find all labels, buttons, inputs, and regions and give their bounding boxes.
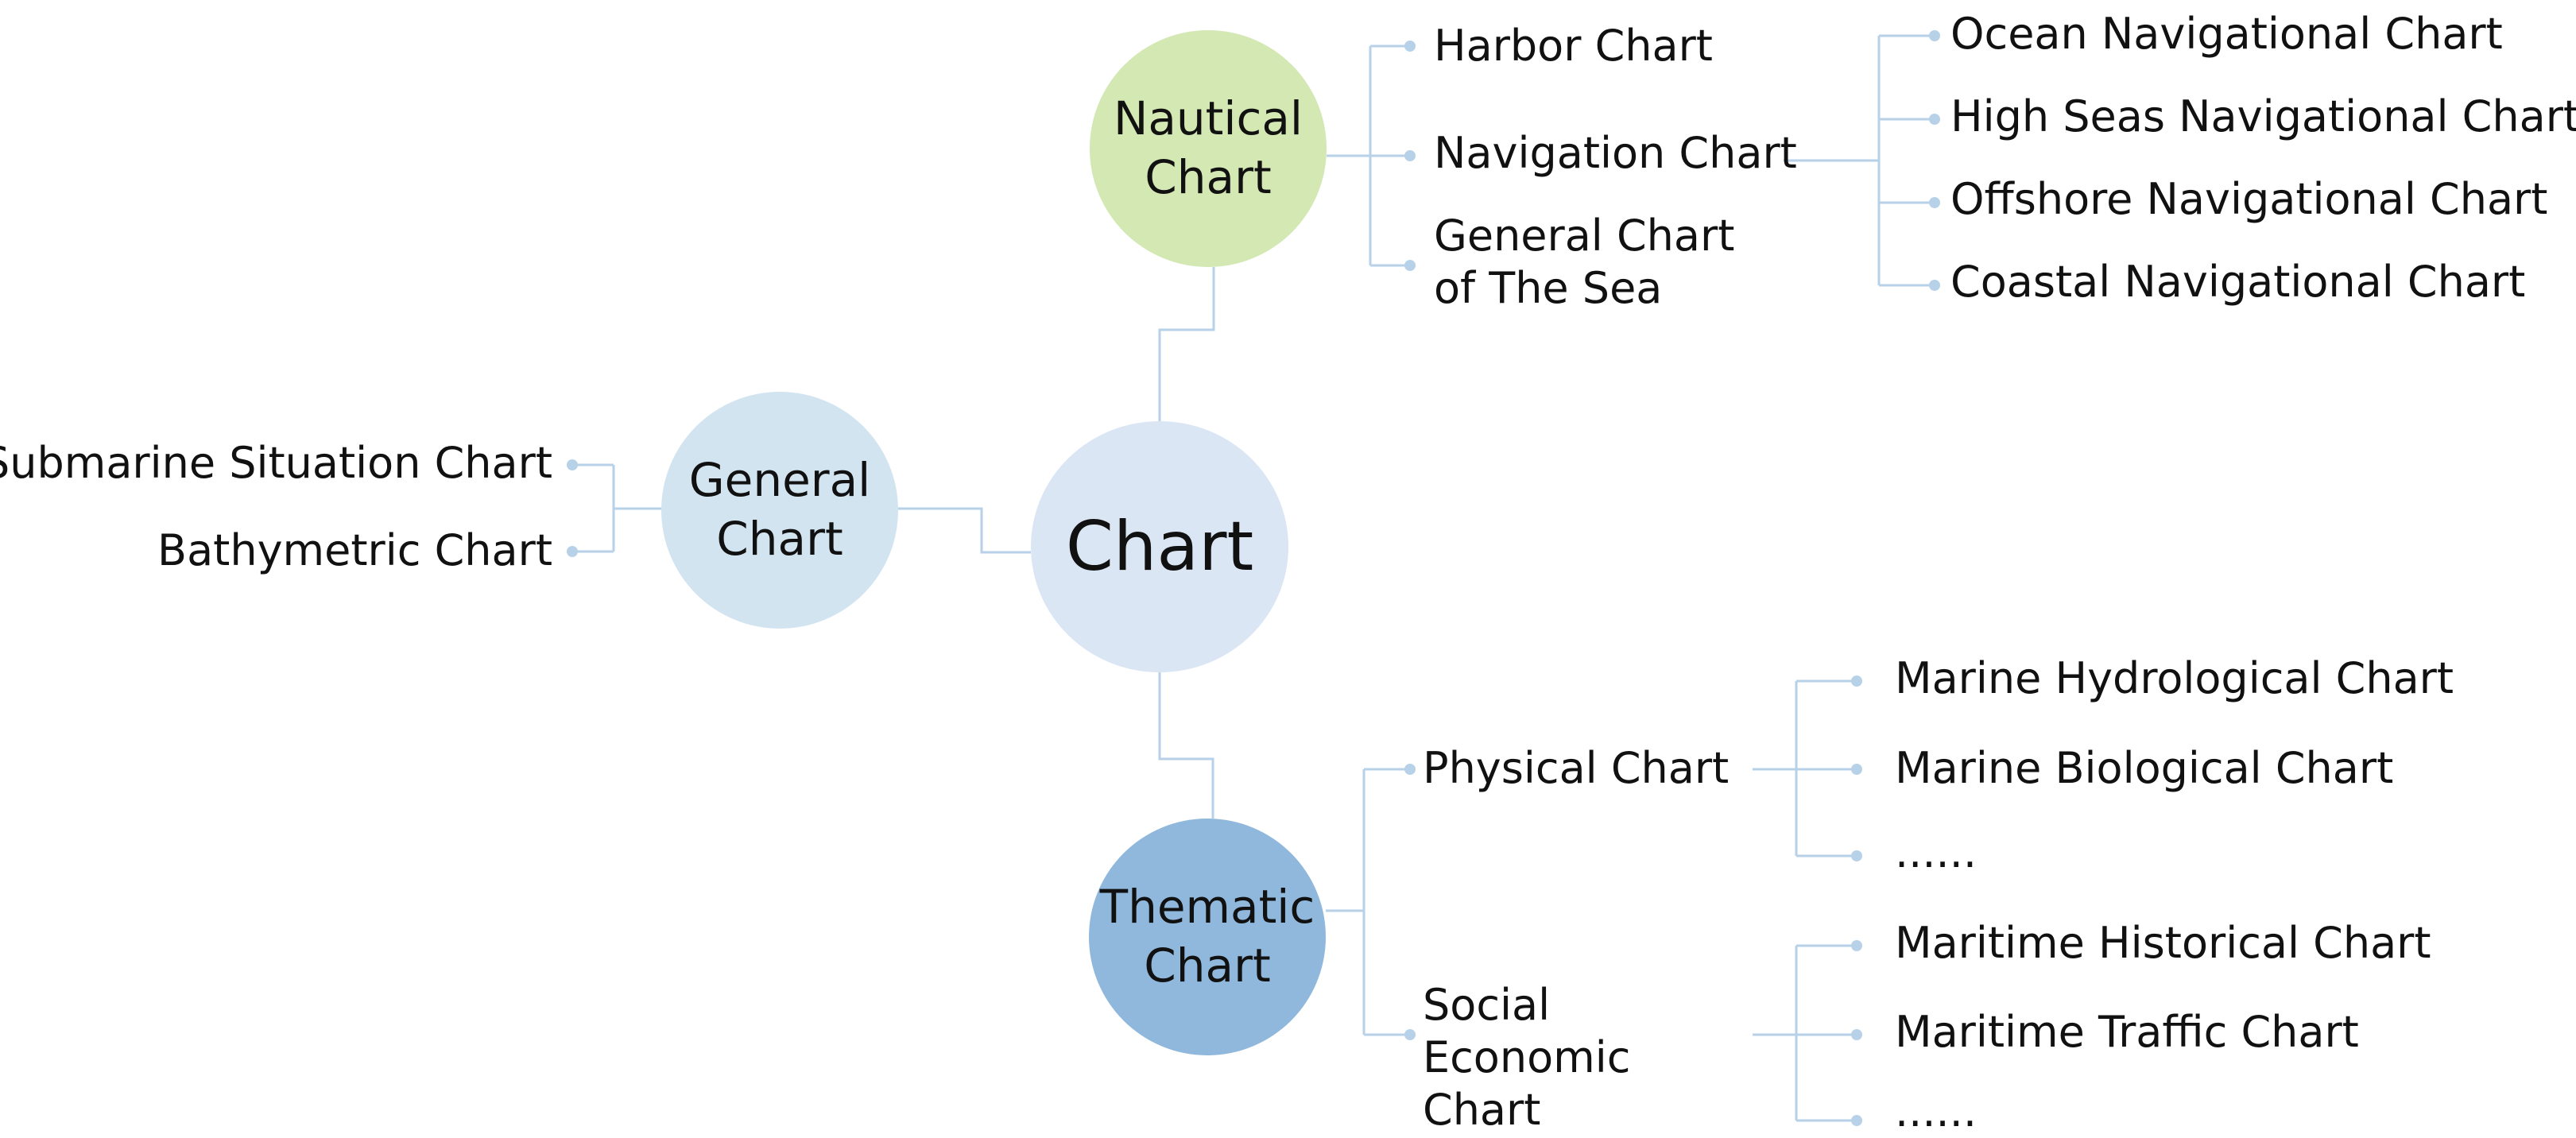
leaf-high-seas-navigational-chart: High Seas Navigational Chart	[1950, 91, 2576, 141]
category-node-label: Nautical Chart	[1113, 91, 1303, 204]
connector-root-general	[898, 507, 1031, 554]
connector-dot-historical	[1851, 940, 1862, 951]
category-node-general: General Chart	[661, 392, 898, 629]
connector-dot-social-more	[1851, 1115, 1862, 1126]
connector-dot-physical-more	[1851, 850, 1862, 861]
leaf-marine-hydrological-chart: Marine Hydrological Chart	[1895, 653, 2454, 703]
connector-dot-offshore-nav	[1929, 197, 1940, 208]
leaf-ocean-navigational-chart: Ocean Navigational Chart	[1950, 9, 2503, 59]
connector-dot-general-sea	[1404, 260, 1416, 271]
leaf-coastal-navigational-chart: Coastal Navigational Chart	[1950, 257, 2526, 307]
leaf-harbor-chart: Harbor Chart	[1434, 21, 1713, 71]
root-node-label: Chart	[1065, 507, 1254, 586]
leaf-maritime-historical-chart: Maritime Historical Chart	[1895, 918, 2431, 968]
leaf-offshore-navigational-chart: Offshore Navigational Chart	[1950, 174, 2548, 224]
connector-dot-harbor	[1404, 41, 1416, 52]
root-node-chart: Chart	[1031, 421, 1288, 672]
leaf-social-more: ......	[1895, 1086, 1977, 1136]
category-node-nautical: Nautical Chart	[1090, 30, 1327, 267]
leaf-physical-chart: Physical Chart	[1423, 743, 1730, 793]
leaf-social-economic-chart: Social Economic Chart	[1423, 980, 1631, 1135]
connector-dot-navigation	[1404, 150, 1416, 161]
leaf-navigation-chart: Navigation Chart	[1434, 128, 1797, 178]
leaf-submarine-situation-chart: Submarine Situation Chart	[0, 438, 552, 488]
leaf-physical-more: ......	[1895, 827, 1977, 877]
connector-root-nautical	[1158, 267, 1215, 421]
connector-dot-coastal-nav	[1929, 280, 1940, 291]
leaf-maritime-traffic-chart: Maritime Traffic Chart	[1895, 1007, 2359, 1057]
connector-dot-social	[1404, 1029, 1416, 1040]
leaf-marine-biological-chart: Marine Biological Chart	[1895, 743, 2394, 793]
leaf-bathymetric-chart: Bathymetric Chart	[157, 525, 552, 575]
connector-dot-submarine	[567, 459, 578, 470]
connector-dot-high-seas-nav	[1929, 114, 1940, 125]
connector-dot-bathymetric	[567, 546, 578, 557]
connector-dot-hydrological	[1851, 675, 1862, 687]
connector-dot-ocean-nav	[1929, 30, 1940, 41]
connector-root-thematic	[1158, 672, 1214, 819]
connector-dot-biological	[1851, 764, 1862, 775]
category-node-label: Thematic Chart	[1099, 880, 1315, 993]
category-node-label: General Chart	[688, 453, 871, 566]
connector-dot-traffic	[1851, 1029, 1862, 1040]
category-node-thematic: Thematic Chart	[1089, 819, 1326, 1055]
connector-dot-physical	[1404, 764, 1416, 775]
leaf-general-chart-of-the-sea: General Chart of The Sea	[1434, 211, 1735, 313]
